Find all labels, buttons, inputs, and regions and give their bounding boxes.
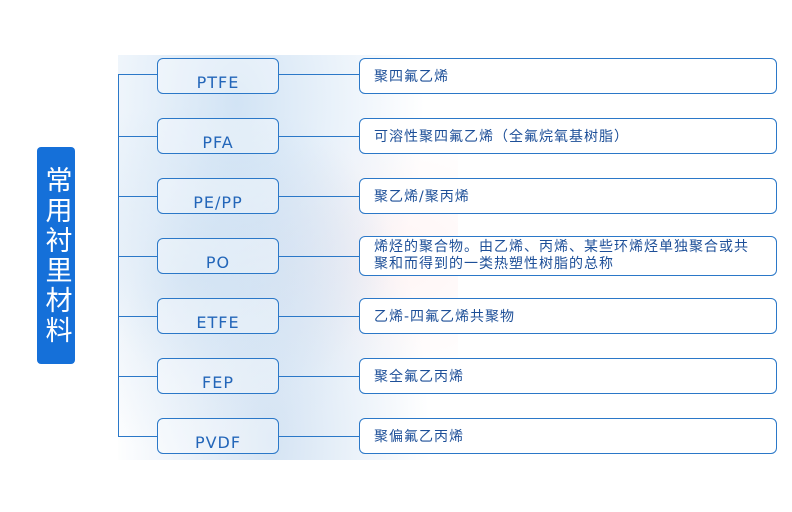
material-term-box: PO [157, 238, 279, 274]
material-term: PE/PP [193, 193, 243, 212]
material-desc-box: 烯烃的聚合物。由乙烯、丙烯、某些环烯烃单独聚合或共聚和而得到的一类热塑性树脂的总… [359, 236, 777, 276]
material-desc-box: 聚四氟乙烯 [359, 58, 777, 94]
material-term-box: PVDF [157, 418, 279, 454]
material-term-box: PFA [157, 118, 279, 154]
material-desc: 可溶性聚四氟乙烯（全氟烷氧基树脂） [374, 129, 629, 145]
material-term: PTFE [196, 73, 240, 92]
material-term: PVDF [194, 433, 242, 452]
branch-line [118, 256, 158, 257]
material-desc: 乙烯-四氟乙烯共聚物 [374, 309, 516, 325]
material-term: PO [205, 253, 231, 272]
material-desc-box: 聚乙烯/聚丙烯 [359, 178, 777, 214]
material-desc: 聚四氟乙烯 [374, 69, 449, 85]
connector-line [279, 74, 359, 75]
material-desc: 聚偏氟乙丙烯 [374, 429, 464, 445]
category-title: 常用衬里材料 [40, 165, 72, 346]
branch-line [118, 74, 158, 75]
material-term-box: PE/PP [157, 178, 279, 214]
branch-line [118, 436, 158, 437]
material-term-box: FEP [157, 358, 279, 394]
branch-line [118, 196, 158, 197]
material-desc-box: 乙烯-四氟乙烯共聚物 [359, 298, 777, 334]
material-term: PFA [202, 133, 234, 152]
material-desc: 聚全氟乙丙烯 [374, 369, 464, 385]
material-term-box: ETFE [157, 298, 279, 334]
material-desc-box: 可溶性聚四氟乙烯（全氟烷氧基树脂） [359, 118, 777, 154]
connector-line [279, 376, 359, 377]
material-desc: 烯烃的聚合物。由乙烯、丙烯、某些环烯烃单独聚合或共聚和而得到的一类热塑性树脂的总… [374, 239, 749, 272]
connector-line [279, 196, 359, 197]
connector-line [279, 136, 359, 137]
material-term-box: PTFE [157, 58, 279, 94]
material-desc-box: 聚偏氟乙丙烯 [359, 418, 777, 454]
material-desc-box: 聚全氟乙丙烯 [359, 358, 777, 394]
tree-trunk-line [118, 74, 119, 436]
connector-line [279, 256, 359, 257]
category-title-box: 常用衬里材料 [37, 147, 75, 364]
material-term: ETFE [196, 313, 240, 332]
connector-line [279, 436, 359, 437]
material-desc: 聚乙烯/聚丙烯 [374, 189, 470, 205]
branch-line [118, 136, 158, 137]
connector-line [279, 316, 359, 317]
material-term: FEP [202, 373, 234, 392]
branch-line [118, 376, 158, 377]
branch-line [118, 316, 158, 317]
